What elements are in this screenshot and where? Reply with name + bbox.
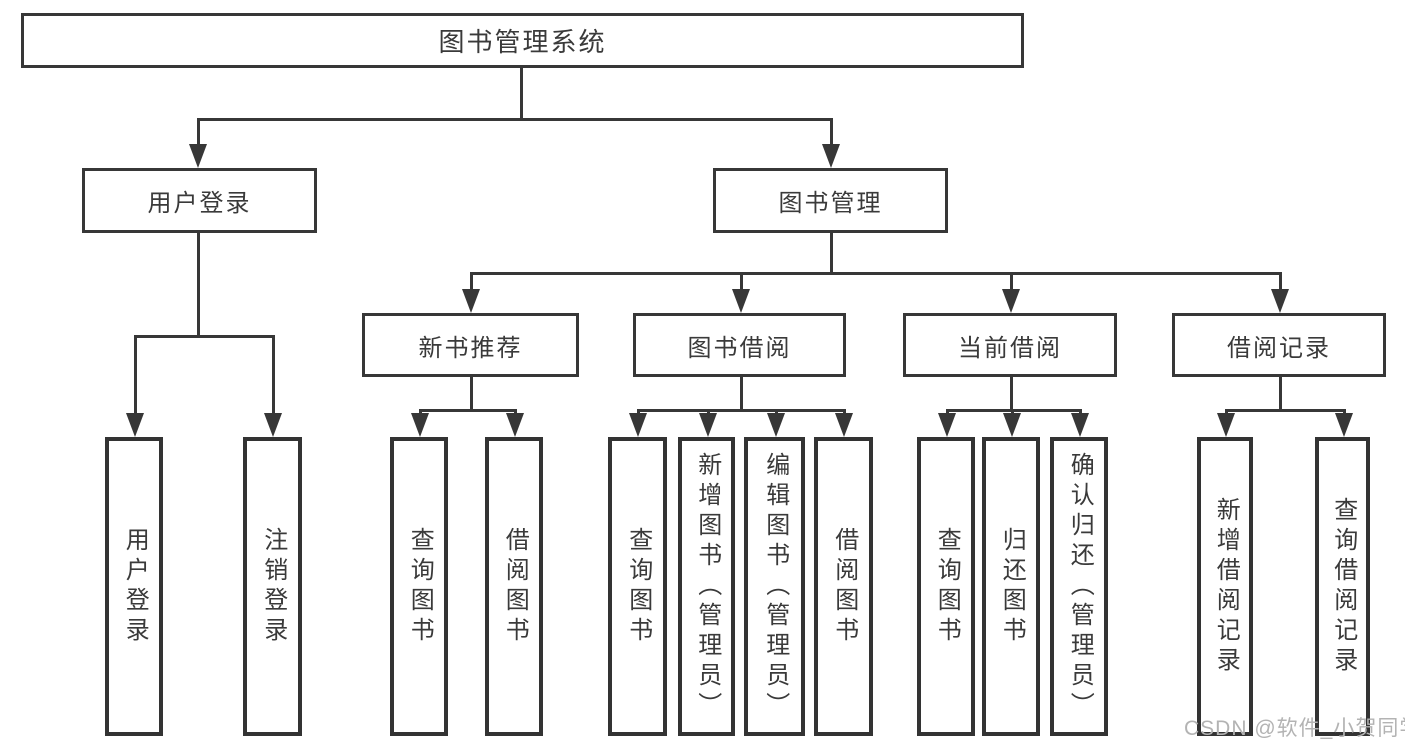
leaf-bb-query-books: 查询图书 bbox=[608, 437, 667, 736]
node-new-book-recommend-label: 新书推荐 bbox=[418, 334, 523, 362]
node-new-book-recommend: 新书推荐 bbox=[362, 313, 579, 377]
arrowhead bbox=[732, 289, 750, 313]
connector-line bbox=[470, 272, 1282, 275]
leaf-nb-borrow-books: 借阅图书 bbox=[485, 437, 543, 736]
leaf-cb-query-books: 查询图书 bbox=[917, 437, 975, 736]
arrowhead bbox=[264, 413, 282, 437]
arrowhead bbox=[1003, 413, 1021, 437]
leaf-nb-query-books-label: 查询图书 bbox=[406, 526, 434, 647]
leaf-br-query-record: 查询借阅记录 bbox=[1315, 437, 1370, 736]
node-book-borrowing: 图书借阅 bbox=[633, 313, 846, 377]
leaf-user-login-label: 用户登录 bbox=[121, 526, 149, 647]
node-user-login: 用户登录 bbox=[82, 168, 317, 233]
connector-line bbox=[197, 118, 833, 121]
leaf-bb-edit-books-admin-label: 编辑图书（管理员） bbox=[761, 451, 789, 722]
node-book-management: 图书管理 bbox=[713, 168, 948, 233]
node-root-label: 图书管理系统 bbox=[438, 27, 607, 57]
connector-line bbox=[1010, 377, 1013, 411]
connector-line bbox=[470, 272, 473, 294]
arrowhead bbox=[629, 413, 647, 437]
connector-line bbox=[1279, 377, 1282, 411]
arrowhead bbox=[699, 413, 717, 437]
node-user-login-label: 用户登录 bbox=[147, 190, 252, 217]
arrowhead bbox=[1271, 289, 1289, 313]
leaf-bb-query-books-label: 查询图书 bbox=[624, 526, 652, 647]
connector-line bbox=[740, 272, 743, 294]
connector-line bbox=[197, 233, 200, 337]
leaf-bb-edit-books-admin: 编辑图书（管理员） bbox=[744, 437, 805, 736]
connector-line bbox=[419, 409, 517, 412]
connector-line bbox=[1010, 272, 1013, 294]
arrowhead bbox=[189, 144, 207, 168]
leaf-br-query-record-label: 查询借阅记录 bbox=[1329, 496, 1357, 677]
connector-line bbox=[830, 118, 833, 148]
arrowhead bbox=[835, 413, 853, 437]
node-borrow-records: 借阅记录 bbox=[1172, 313, 1386, 377]
leaf-nb-query-books: 查询图书 bbox=[390, 437, 448, 736]
connector-line bbox=[520, 68, 523, 118]
connector-line bbox=[637, 409, 846, 412]
csdn-watermark: CSDN @软件_小贺同学 bbox=[1184, 717, 1405, 740]
node-borrow-records-label: 借阅记录 bbox=[1227, 334, 1331, 362]
arrowhead bbox=[822, 144, 840, 168]
connector-line bbox=[830, 233, 833, 274]
node-current-borrowing-label: 当前借阅 bbox=[958, 334, 1062, 362]
node-book-management-label: 图书管理 bbox=[778, 190, 883, 217]
leaf-bb-borrow-books-label: 借阅图书 bbox=[830, 526, 858, 647]
connector-line bbox=[197, 118, 200, 148]
connector-line bbox=[272, 335, 275, 415]
connector-line bbox=[1279, 272, 1282, 294]
arrowhead bbox=[1002, 289, 1020, 313]
leaf-logout-label: 注销登录 bbox=[259, 526, 287, 647]
leaf-bb-borrow-books: 借阅图书 bbox=[814, 437, 873, 736]
arrowhead bbox=[1071, 413, 1089, 437]
arrowhead bbox=[506, 413, 524, 437]
connector-line bbox=[134, 335, 137, 415]
arrowhead bbox=[1335, 413, 1353, 437]
leaf-cb-return-books-label: 归还图书 bbox=[998, 526, 1026, 647]
arrowhead bbox=[1217, 413, 1235, 437]
node-current-borrowing: 当前借阅 bbox=[903, 313, 1117, 377]
arrowhead bbox=[411, 413, 429, 437]
leaf-br-add-record: 新增借阅记录 bbox=[1197, 437, 1253, 736]
arrowhead bbox=[462, 289, 480, 313]
arrowhead bbox=[126, 413, 144, 437]
connector-line bbox=[134, 335, 275, 338]
arrowhead bbox=[938, 413, 956, 437]
connector-line bbox=[946, 409, 1082, 412]
connector-line bbox=[1225, 409, 1346, 412]
leaf-nb-borrow-books-label: 借阅图书 bbox=[501, 526, 529, 647]
arrowhead bbox=[767, 413, 785, 437]
node-root: 图书管理系统 bbox=[21, 13, 1024, 68]
leaf-logout: 注销登录 bbox=[243, 437, 302, 736]
leaf-br-add-record-label: 新增借阅记录 bbox=[1212, 496, 1240, 677]
leaf-cb-confirm-return-admin: 确认归还（管理员） bbox=[1050, 437, 1108, 736]
leaf-bb-add-books-admin-label: 新增图书（管理员） bbox=[693, 451, 721, 722]
leaf-cb-query-books-label: 查询图书 bbox=[933, 526, 961, 647]
connector-line bbox=[470, 377, 473, 411]
leaf-cb-confirm-return-admin-label: 确认归还（管理员） bbox=[1066, 451, 1094, 722]
leaf-bb-add-books-admin: 新增图书（管理员） bbox=[678, 437, 735, 736]
leaf-cb-return-books: 归还图书 bbox=[982, 437, 1040, 736]
leaf-user-login: 用户登录 bbox=[105, 437, 163, 736]
node-book-borrowing-label: 图书借阅 bbox=[687, 334, 792, 362]
connector-line bbox=[740, 377, 743, 411]
